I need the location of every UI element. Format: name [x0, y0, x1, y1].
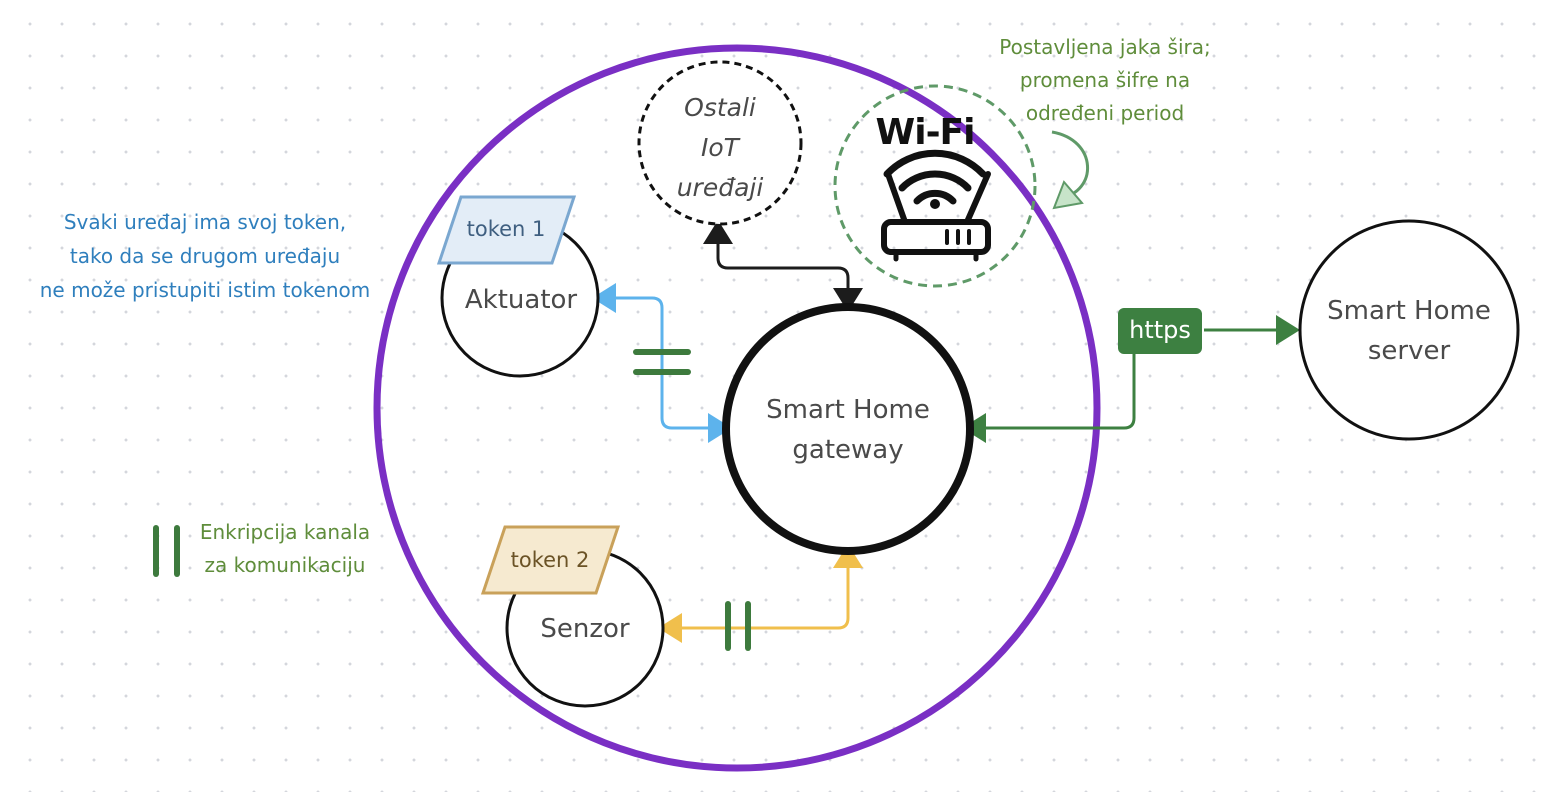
https-badge	[1118, 308, 1202, 354]
wifi-note-line1: Postavljena jaka šira;	[999, 35, 1211, 59]
token2-label: token 2	[510, 548, 590, 572]
token-note-line1: Svaki uređaj ima svoj token,	[63, 210, 347, 234]
server-label-line2: server	[1367, 336, 1451, 366]
sensor-link-encryption-icon	[725, 601, 751, 651]
encryption-legend-icon	[153, 525, 180, 577]
token2-shape	[480, 525, 621, 595]
home-network-boundary	[373, 44, 1101, 772]
actuator-label: Aktuator	[464, 285, 578, 315]
server-label: Smart Home server	[1300, 291, 1518, 371]
server-label-line1: Smart Home	[1327, 296, 1491, 326]
other-iot-label: Ostali IoT uređaji	[645, 88, 795, 208]
token-note: Svaki uređaj ima svoj token, tako da se …	[10, 205, 400, 307]
gateway-https-connector	[962, 350, 1136, 443]
token-note-line3: ne može pristupiti istim tokenom	[39, 278, 371, 302]
other-iot-label-line1: Ostali	[684, 93, 756, 122]
gateway-label-line2: gateway	[792, 435, 904, 465]
wifi-label: Wi-Fi	[875, 112, 976, 153]
token-note-line2: tako da se drugom uređaju	[69, 244, 341, 268]
wifi-note-line3: određeni period	[1025, 101, 1185, 125]
actuator-link-encryption-icon	[633, 349, 691, 375]
https-label: https	[1129, 316, 1191, 344]
token1-label: token 1	[466, 217, 546, 241]
wifi-note: Postavljena jaka šira; promena šifre na …	[960, 31, 1250, 130]
wifi-note-line2: promena šifre na	[1019, 68, 1191, 92]
gateway-node[interactable]	[722, 303, 974, 555]
sensor-gateway-connector	[658, 544, 863, 643]
other-iot-node[interactable]	[637, 60, 803, 226]
password-rotation-arrowhead-icon	[1052, 180, 1084, 210]
token1-shape	[436, 195, 577, 265]
actuator-gateway-connector	[592, 283, 732, 443]
server-node[interactable]	[1298, 219, 1520, 441]
encryption-legend-line1: Enkripcija kanala	[199, 520, 371, 544]
other-iot-label-line2: IoT	[701, 133, 739, 162]
wifi-router-icon	[881, 149, 991, 262]
sensor-label: Senzor	[540, 614, 630, 644]
encryption-legend-line2: za komunikaciju	[204, 553, 366, 577]
gateway-label: Smart Home gateway	[728, 390, 968, 470]
encryption-legend-label: Enkripcija kanala za komunikaciju	[180, 516, 390, 582]
gateway-label-line1: Smart Home	[766, 395, 930, 425]
other-iot-label-line3: uređaji	[676, 173, 764, 202]
gateway-iot-connector	[703, 220, 863, 312]
wifi-security-ring	[833, 84, 1037, 288]
